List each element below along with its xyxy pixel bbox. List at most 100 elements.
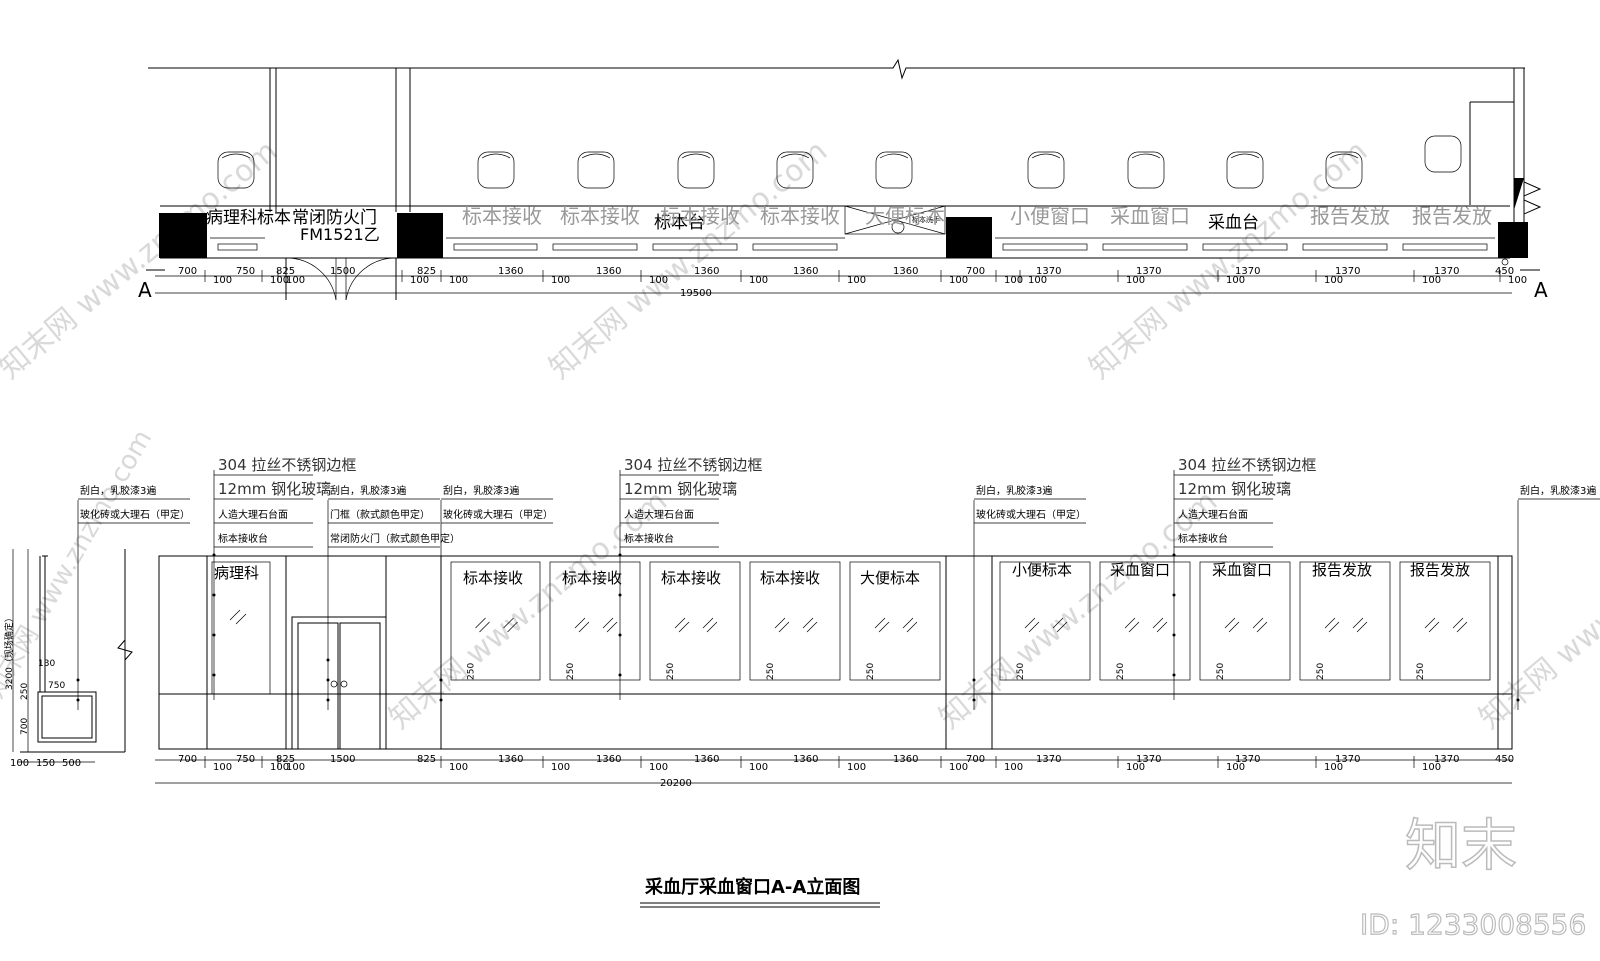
plan-dim-upper: 1370 (1235, 266, 1260, 277)
plan-dim-upper: 450 (1495, 266, 1514, 277)
plan-dim-upper: 1360 (596, 266, 621, 277)
plan-dim-upper: 1370 (1434, 266, 1459, 277)
svg-text:人造大理石台面: 人造大理石台面 (218, 508, 288, 521)
panel-dim-250: 250 (1416, 663, 1426, 680)
elev-dim-upper: 1370 (1335, 754, 1360, 765)
plan-window-label: 小便窗口 (1010, 204, 1090, 228)
elev-window-label: 报告发放 (1410, 561, 1470, 579)
side-dim-150: 150 (36, 758, 55, 769)
elev-dim-upper: 700 (966, 754, 985, 765)
counter-slot (552, 243, 638, 251)
elev-total-dim: 20200 (660, 778, 692, 789)
chair (1027, 151, 1065, 189)
plan-dim-upper: 825 (417, 266, 436, 277)
drawing-title: 采血厅采血窗口A-A立面图 (644, 876, 860, 898)
elev-window-label: 报告发放 (1312, 561, 1372, 579)
elev-dim-lower: 100 (1004, 762, 1023, 773)
svg-text:人造大理石台面: 人造大理石台面 (624, 508, 694, 521)
plan-window-label: 病理科标本 (206, 208, 291, 228)
elev-window-label: 小便标本 (1012, 561, 1072, 579)
glass-panel: 250 (1399, 561, 1491, 681)
elev-dim-lower: 100 (649, 762, 668, 773)
glass-panel: 250 (549, 561, 641, 681)
plan-window-label: 采血窗口 (1110, 204, 1190, 228)
elev-window-label: 大便标本 (860, 569, 920, 587)
wall-note: 刮白，乳胶漆3遍 (1516, 484, 1600, 710)
counter-slot (1302, 243, 1388, 251)
chair (875, 151, 913, 189)
elev-dim-upper: 1370 (1036, 754, 1061, 765)
watermark-text: 知末网 www.znzmo.com (0, 425, 158, 704)
plan-window-label: 标本接收 (660, 204, 740, 228)
elev-dim-lower: 100 (749, 762, 768, 773)
elev-dim-upper: 1360 (694, 754, 719, 765)
svg-text:304 拉丝不锈钢边框: 304 拉丝不锈钢边框 (218, 456, 356, 474)
plan-window-label: 常闭防火门 (292, 208, 377, 228)
panel-dim-250: 250 (1116, 663, 1126, 680)
watermark-text: 知末网 www.znzmo.com (0, 134, 284, 386)
svg-text:门框（款式颜色甲定）: 门框（款式颜色甲定） (330, 508, 430, 521)
elev-dim-lower: 100 (286, 762, 305, 773)
watermark-text: 知末网 www.znzmo.com (543, 134, 834, 386)
svg-text:玻化砖或大理石（甲定）: 玻化砖或大理石（甲定） (443, 508, 553, 521)
panel-dim-250: 250 (666, 663, 676, 680)
watermark-text: 知末网 www.znzmo.com (1083, 134, 1374, 386)
plan-window-label: 标本接收 (560, 204, 640, 228)
elev-dim-upper: 1500 (330, 754, 355, 765)
side-dim-250: 250 (20, 683, 30, 700)
chair (1325, 151, 1363, 189)
svg-text:玻化砖或大理石（甲定）: 玻化砖或大理石（甲定） (80, 508, 190, 521)
plan-dim-lower: 100 (649, 275, 668, 286)
elev-dim-upper: 1360 (893, 754, 918, 765)
plan-dim-upper: 700 (966, 266, 985, 277)
elev-dim-upper: 825 (276, 754, 295, 765)
svg-text:标本接收台: 标本接收台 (1178, 532, 1228, 545)
chair (677, 151, 715, 189)
elev-dim-lower: 100 (1126, 762, 1145, 773)
plan-dim-lower: 100 (1028, 275, 1047, 286)
plan-dim-lower: 100 (749, 275, 768, 286)
elev-dim-lower: 100 (1422, 762, 1441, 773)
plan-window-label: 标本台 (654, 213, 705, 233)
brand-logo: 知末 (1405, 814, 1517, 879)
plan-dim-lower: 100 (551, 275, 570, 286)
svg-text:玻化砖或大理石（甲定）: 玻化砖或大理石（甲定） (976, 508, 1086, 521)
counter-slot (752, 243, 838, 251)
counter-slot (1402, 243, 1488, 251)
panel-dim-250: 250 (1216, 663, 1226, 680)
glass-panel: 250 (849, 561, 941, 681)
plan-view: 标本洗手 病理科标本常闭防火门标本接收标本接收标本台标本接收大便标本小便窗口采血… (138, 58, 1548, 302)
elev-dim-lower: 100 (847, 762, 866, 773)
side-section: 3200（现场确定） 700 250 130 750 100 150 500 (3, 549, 133, 769)
elev-window-label: 采血窗口 (1212, 561, 1272, 579)
panel-dim-250: 250 (866, 663, 876, 680)
svg-text:常闭防火门（款式颜色甲定）: 常闭防火门（款式颜色甲定） (330, 532, 460, 545)
chair (1127, 151, 1165, 189)
plan-dim-upper: 1360 (793, 266, 818, 277)
plan-window-label: 报告发放 (1412, 204, 1492, 228)
glass-panel: 250 (1299, 561, 1391, 681)
small-sign: 标本洗手 (912, 215, 940, 224)
side-dim-750: 750 (48, 681, 65, 691)
plan-dim-lower: 100 (449, 275, 468, 286)
chair (217, 151, 255, 189)
glass-panel: 250 (999, 561, 1091, 681)
elev-window-label: 标本接收 (661, 569, 721, 587)
plan-dim-lower: 100 (847, 275, 866, 286)
elev-dim-lower: 100 (949, 762, 968, 773)
elev-dim-lower: 100 (551, 762, 570, 773)
counter-slot (453, 243, 538, 251)
plan-dim-lower: 100 (286, 275, 305, 286)
plan-dim-upper: 1370 (1136, 266, 1161, 277)
plan-total-dim: 19500 (680, 288, 712, 299)
plan-dim-upper: 825 (276, 266, 295, 277)
plan-window-label: 报告发放 (1310, 204, 1390, 228)
door-code: FM1521乙 (300, 225, 380, 244)
plan-dim-upper: 750 (236, 266, 255, 277)
watermark-text: 知末网 www.znzmo.com (1473, 484, 1600, 736)
panel-dim-250: 250 (1016, 663, 1026, 680)
chair (1226, 151, 1264, 189)
